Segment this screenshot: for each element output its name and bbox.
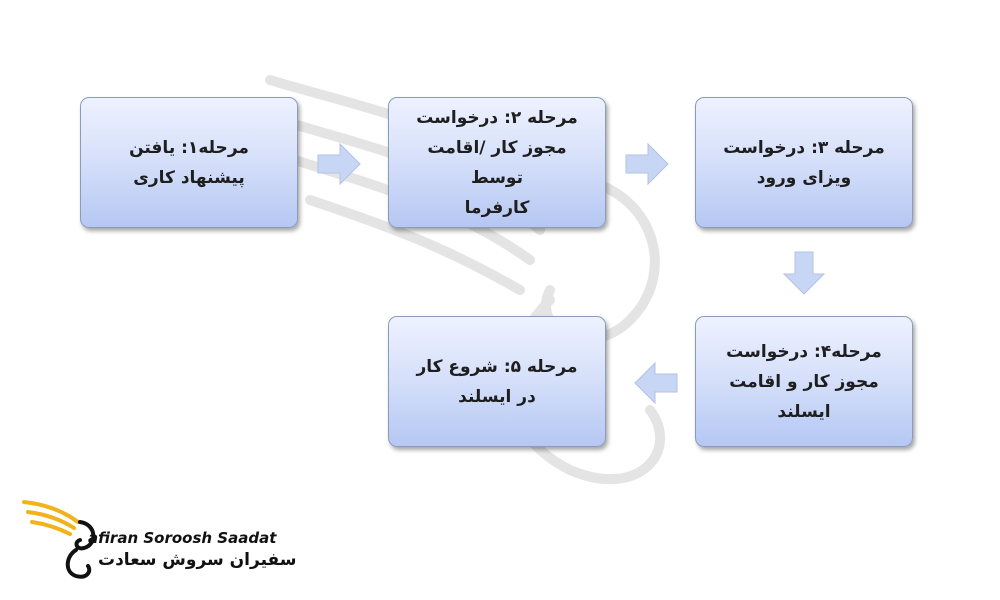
company-logo: afiran Soroosh Saadat سفیران سروش سعادت — [20, 492, 310, 584]
step-4-text: مرحله۴: درخواست مجوز کار و اقامت ایسلند — [726, 337, 882, 427]
step-3-box: مرحله ۳: درخواست ویزای ورود — [695, 97, 913, 228]
logo-latin-name: afiran Soroosh Saadat — [88, 529, 277, 547]
arrow-step1-to-step2 — [317, 142, 361, 186]
step-2-box: مرحله ۲: درخواست مجوز کار /اقامت توسط کا… — [388, 97, 606, 228]
step-3-line-2: ویزای ورود — [756, 167, 852, 188]
step-5-text: مرحله ۵: شروع کار در ایسلند — [416, 352, 577, 412]
step-1-text: مرحله۱: یافتن پیشنهاد کاری — [129, 133, 249, 193]
step-2-line-2: مجوز کار /اقامت توسط — [427, 137, 567, 188]
step-5-line-1: مرحله ۵: شروع کار — [416, 356, 578, 377]
step-2-line-3: کارفرما — [464, 197, 530, 218]
step-2-text: مرحله ۲: درخواست مجوز کار /اقامت توسط کا… — [403, 103, 591, 223]
wing-logo-icon — [22, 500, 96, 579]
arrow-step2-to-step3 — [625, 142, 669, 186]
step-4-line-3: ایسلند — [777, 401, 831, 422]
step-5-box: مرحله ۵: شروع کار در ایسلند — [388, 316, 606, 447]
step-4-line-2: مجوز کار و اقامت — [729, 371, 879, 392]
arrow-step3-to-step4 — [782, 251, 826, 295]
logo-persian-name: سفیران سروش سعادت — [98, 550, 297, 570]
step-1-line-1: مرحله۱: یافتن — [129, 137, 249, 158]
step-2-line-1: مرحله ۲: درخواست — [416, 107, 578, 128]
arrow-step4-to-step5 — [634, 361, 678, 405]
step-1-box: مرحله۱: یافتن پیشنهاد کاری — [80, 97, 298, 228]
step-3-text: مرحله ۳: درخواست ویزای ورود — [723, 133, 885, 193]
step-3-line-1: مرحله ۳: درخواست — [723, 137, 885, 158]
step-1-line-2: پیشنهاد کاری — [133, 167, 245, 188]
step-5-line-2: در ایسلند — [458, 386, 536, 407]
step-4-box: مرحله۴: درخواست مجوز کار و اقامت ایسلند — [695, 316, 913, 447]
step-4-line-1: مرحله۴: درخواست — [726, 341, 882, 362]
